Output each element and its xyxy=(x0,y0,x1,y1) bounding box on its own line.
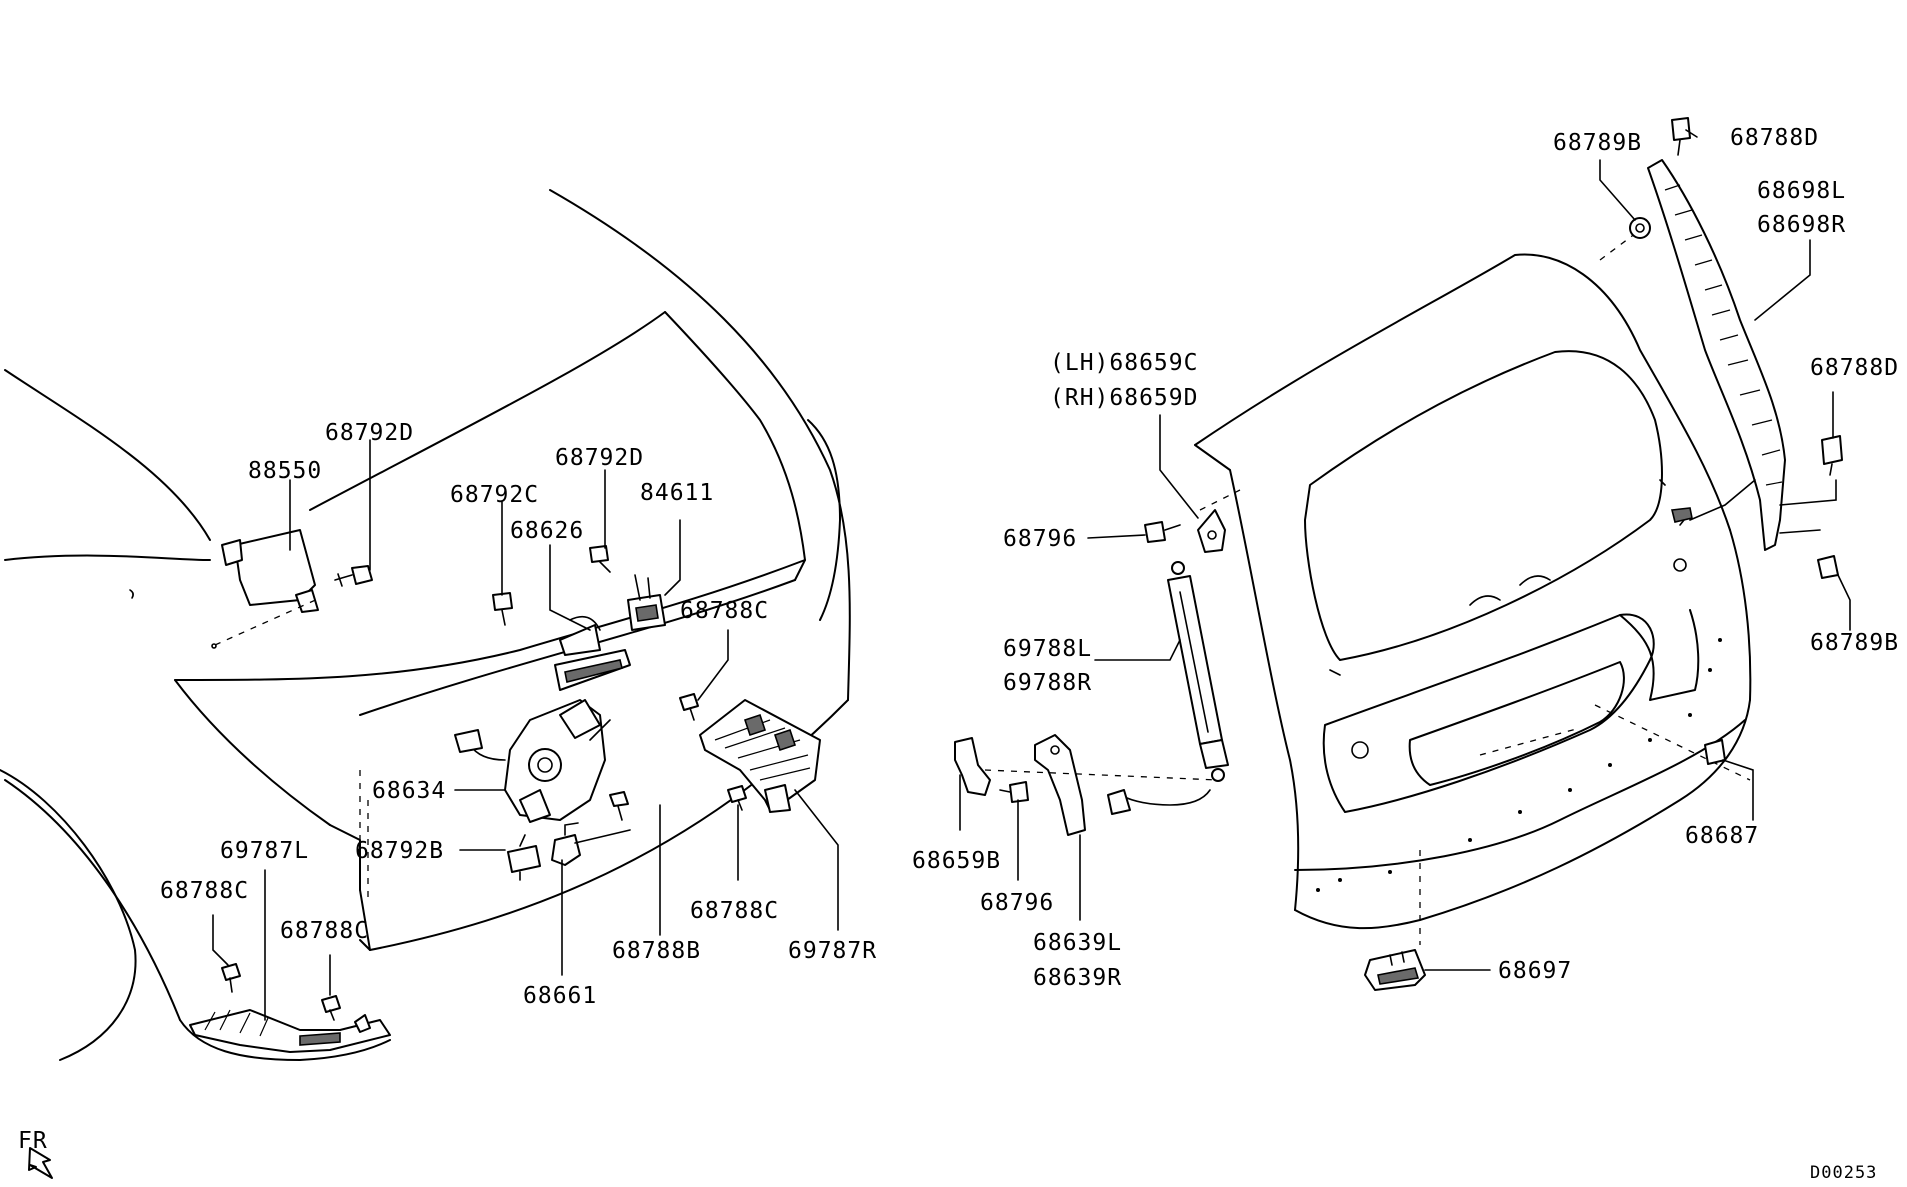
bolt-68792C xyxy=(492,592,513,626)
label-68626: 68626 xyxy=(510,518,584,544)
bolt-68792D-left xyxy=(334,565,373,587)
part-68639-bracket xyxy=(1034,734,1086,836)
label-68796-lower: 68796 xyxy=(980,890,1054,916)
screw-68788B xyxy=(609,791,629,821)
label-68788D-right: 68788D xyxy=(1810,355,1899,381)
label-68659B: 68659B xyxy=(912,848,1001,874)
tailgate-outline xyxy=(1194,229,1752,945)
part-68659C-bracket xyxy=(1197,509,1226,553)
bolt-68792D-center xyxy=(589,545,611,573)
bolt-68796-top xyxy=(1144,521,1181,543)
label-fr: FR xyxy=(18,1128,48,1154)
part-68626-handle xyxy=(554,615,631,691)
part-68634-actuator xyxy=(454,699,611,823)
bolt-68788D-right xyxy=(1821,435,1843,476)
label-68698L: 68698L xyxy=(1757,178,1846,204)
screw-68788C-d xyxy=(321,995,341,1021)
front-arrow-icon xyxy=(28,1147,53,1179)
screw-68788C-b xyxy=(727,785,747,811)
plug-68687 xyxy=(1704,739,1726,765)
label-84611: 84611 xyxy=(640,480,714,506)
part-88550-unit xyxy=(211,529,321,649)
label-68659C: (LH)68659C xyxy=(1050,350,1198,376)
label-68796-top: 68796 xyxy=(1003,526,1077,552)
label-68792D-center: 68792D xyxy=(555,445,644,471)
part-68697 xyxy=(1364,949,1426,991)
label-88550: 88550 xyxy=(248,458,322,484)
label-68792C: 68792C xyxy=(450,482,539,508)
label-68697: 68697 xyxy=(1498,958,1572,984)
label-68788C-a: 68788C xyxy=(680,598,769,624)
leader-lines xyxy=(212,129,1851,1021)
strut-69788 xyxy=(1107,561,1229,815)
leader-68788B-aux xyxy=(574,829,631,844)
label-68792B: 68792B xyxy=(355,838,444,864)
label-68789B-right: 68789B xyxy=(1810,630,1899,656)
label-69787R: 69787R xyxy=(788,938,877,964)
part-68659B-bracket xyxy=(954,737,991,796)
label-68788B: 68788B xyxy=(612,938,701,964)
assembly-line-right-lower xyxy=(984,769,1219,781)
part-69787L-bracket xyxy=(189,1009,391,1053)
label-68788C-c: 68788C xyxy=(280,918,369,944)
bolt-68788D-top xyxy=(1671,117,1691,156)
label-68639R: 68639R xyxy=(1033,965,1122,991)
part-84611-switch xyxy=(627,574,666,631)
label-68788C-d: 68788C xyxy=(690,898,779,924)
clip-68789B-right xyxy=(1817,555,1839,579)
label-69788L: 69788L xyxy=(1003,636,1092,662)
diagram-code: D00253 xyxy=(1810,1163,1877,1183)
bolt-68796-lower xyxy=(999,781,1029,803)
label-68659D: (RH)68659D xyxy=(1050,385,1198,411)
screw-68788C-a xyxy=(679,693,699,721)
part-69787R-bracket xyxy=(699,699,821,813)
label-68788D-top: 68788D xyxy=(1730,125,1819,151)
label-69787L: 69787L xyxy=(220,838,309,864)
label-68698R: 68698R xyxy=(1757,212,1846,238)
label-68661: 68661 xyxy=(523,983,597,1009)
label-68792D-left: 68792D xyxy=(325,420,414,446)
clip-68789B-top xyxy=(1629,217,1651,239)
part-labels: 88550 68792D 68792D 68792C 84611 68626 6… xyxy=(18,125,1899,1183)
part-68698-bracket xyxy=(1647,159,1786,551)
label-69788R: 69788R xyxy=(1003,670,1092,696)
label-68634: 68634 xyxy=(372,778,446,804)
label-68639L: 68639L xyxy=(1033,930,1122,956)
part-68661-striker xyxy=(551,822,581,866)
label-68789B-top: 68789B xyxy=(1553,130,1642,156)
label-68687: 68687 xyxy=(1685,823,1759,849)
vehicle-body-outline xyxy=(0,189,851,1061)
bolt-68792B xyxy=(507,834,541,881)
screw-68788C-c xyxy=(221,963,241,993)
label-68788C-b: 68788C xyxy=(160,878,249,904)
